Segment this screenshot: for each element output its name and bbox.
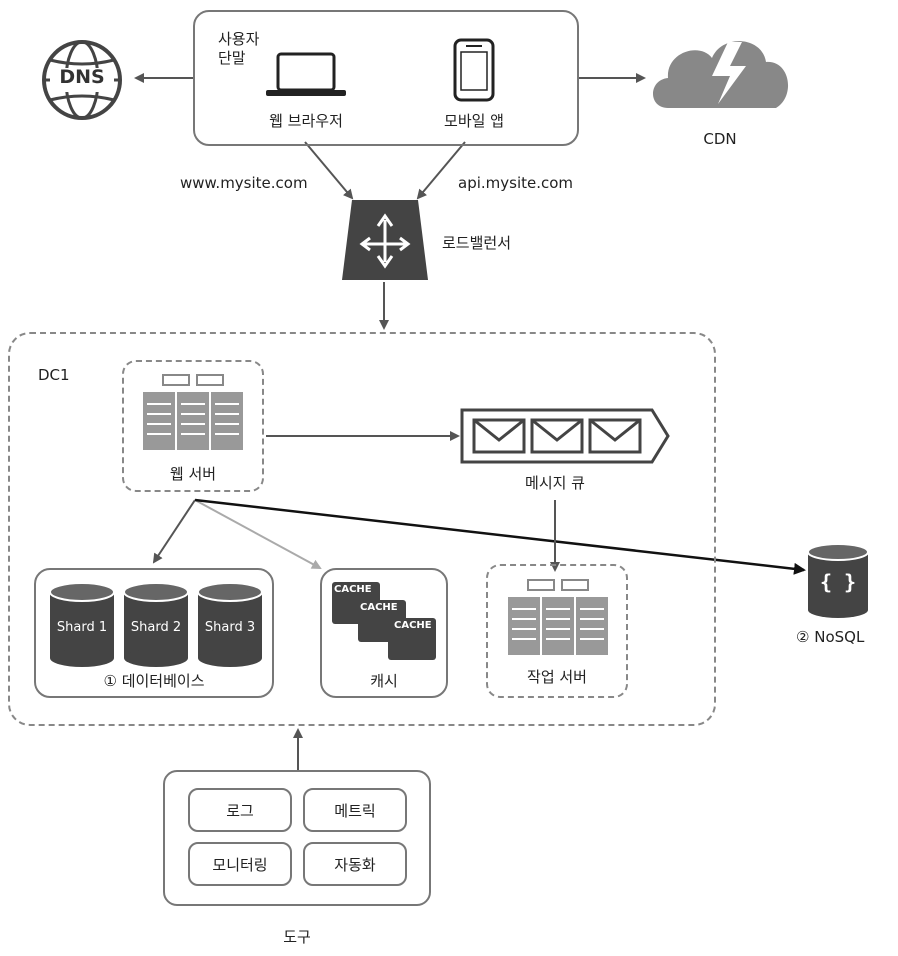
cache-tag-2: CACHE xyxy=(360,602,398,613)
cdn-label: CDN xyxy=(703,130,737,148)
load-balancer-label: 로드밸런서 xyxy=(442,234,512,252)
shard-cylinder-icon-3 xyxy=(197,582,263,667)
client-group-label-line2: 단말 xyxy=(218,49,246,67)
tool-item-automation: 자동화 xyxy=(303,842,407,886)
database-label-text: 데이터베이스 xyxy=(121,672,205,690)
cache-tag-3: CACHE xyxy=(394,620,432,631)
dns-globe-icon xyxy=(42,40,122,120)
phone-icon xyxy=(453,38,495,102)
cache-group xyxy=(320,568,448,698)
shard-label-2: Shard 2 xyxy=(130,620,182,635)
nosql-label-text: NoSQL xyxy=(814,628,865,646)
nosql-label: ② NoSQL xyxy=(796,628,864,646)
tools-label: 도구 xyxy=(283,928,311,946)
cache-tag-1: CACHE xyxy=(334,584,372,595)
mobile-app-label: 모바일 앱 xyxy=(444,112,504,130)
cache-block-icon-3 xyxy=(388,618,436,660)
client-group-label-line1: 사용자 xyxy=(218,30,260,48)
datacenter-dc1 xyxy=(8,332,716,726)
client-group-label: 사용자 단말 xyxy=(218,30,259,68)
api-url-label: api.mysite.com xyxy=(458,174,574,192)
arrow-web-to-cache xyxy=(194,499,322,569)
worker-server-icon xyxy=(508,579,608,655)
arrow-web-to-db xyxy=(152,499,196,564)
web-server-icon xyxy=(143,374,243,450)
arrow-web-to-lb xyxy=(304,141,354,200)
cdn-cloud-icon xyxy=(653,41,789,108)
shard-label-3: Shard 3 xyxy=(204,620,256,635)
message-queue-icon xyxy=(460,408,670,464)
tool-item-metrics: 메트릭 xyxy=(303,788,407,832)
shard-cylinder-icon-1 xyxy=(49,582,115,667)
nosql-cylinder-icon xyxy=(807,543,869,618)
nosql-marker: ② xyxy=(796,628,810,646)
tool-item-log: 로그 xyxy=(188,788,292,832)
web-server-label: 웹 서버 xyxy=(169,465,217,483)
cache-label: 캐시 xyxy=(370,672,398,690)
worker-server-group xyxy=(486,564,628,698)
dns-label: DNS xyxy=(59,66,105,88)
web-url-label: www.mysite.com xyxy=(180,174,308,192)
arrow-app-to-lb xyxy=(416,141,466,200)
tool-item-monitoring: 모니터링 xyxy=(188,842,292,886)
shard-label-1: Shard 1 xyxy=(56,620,108,635)
web-browser-label: 웹 브라우저 xyxy=(269,112,343,130)
worker-server-label: 작업 서버 xyxy=(527,668,587,686)
message-queue-label: 메시지 큐 xyxy=(525,474,585,492)
client-devices-group xyxy=(193,10,579,146)
web-server-group xyxy=(122,360,264,492)
database-marker: ① xyxy=(103,672,117,690)
shard-cylinder-icon-2 xyxy=(123,582,189,667)
arrow-web-to-nosql xyxy=(194,498,806,575)
laptop-icon xyxy=(266,52,346,96)
dc-label: DC1 xyxy=(38,366,70,384)
load-balancer-icon xyxy=(342,200,428,280)
nosql-glyph: { } xyxy=(819,570,857,594)
database-label: ① 데이터베이스 xyxy=(34,670,274,691)
database-group xyxy=(34,568,274,698)
